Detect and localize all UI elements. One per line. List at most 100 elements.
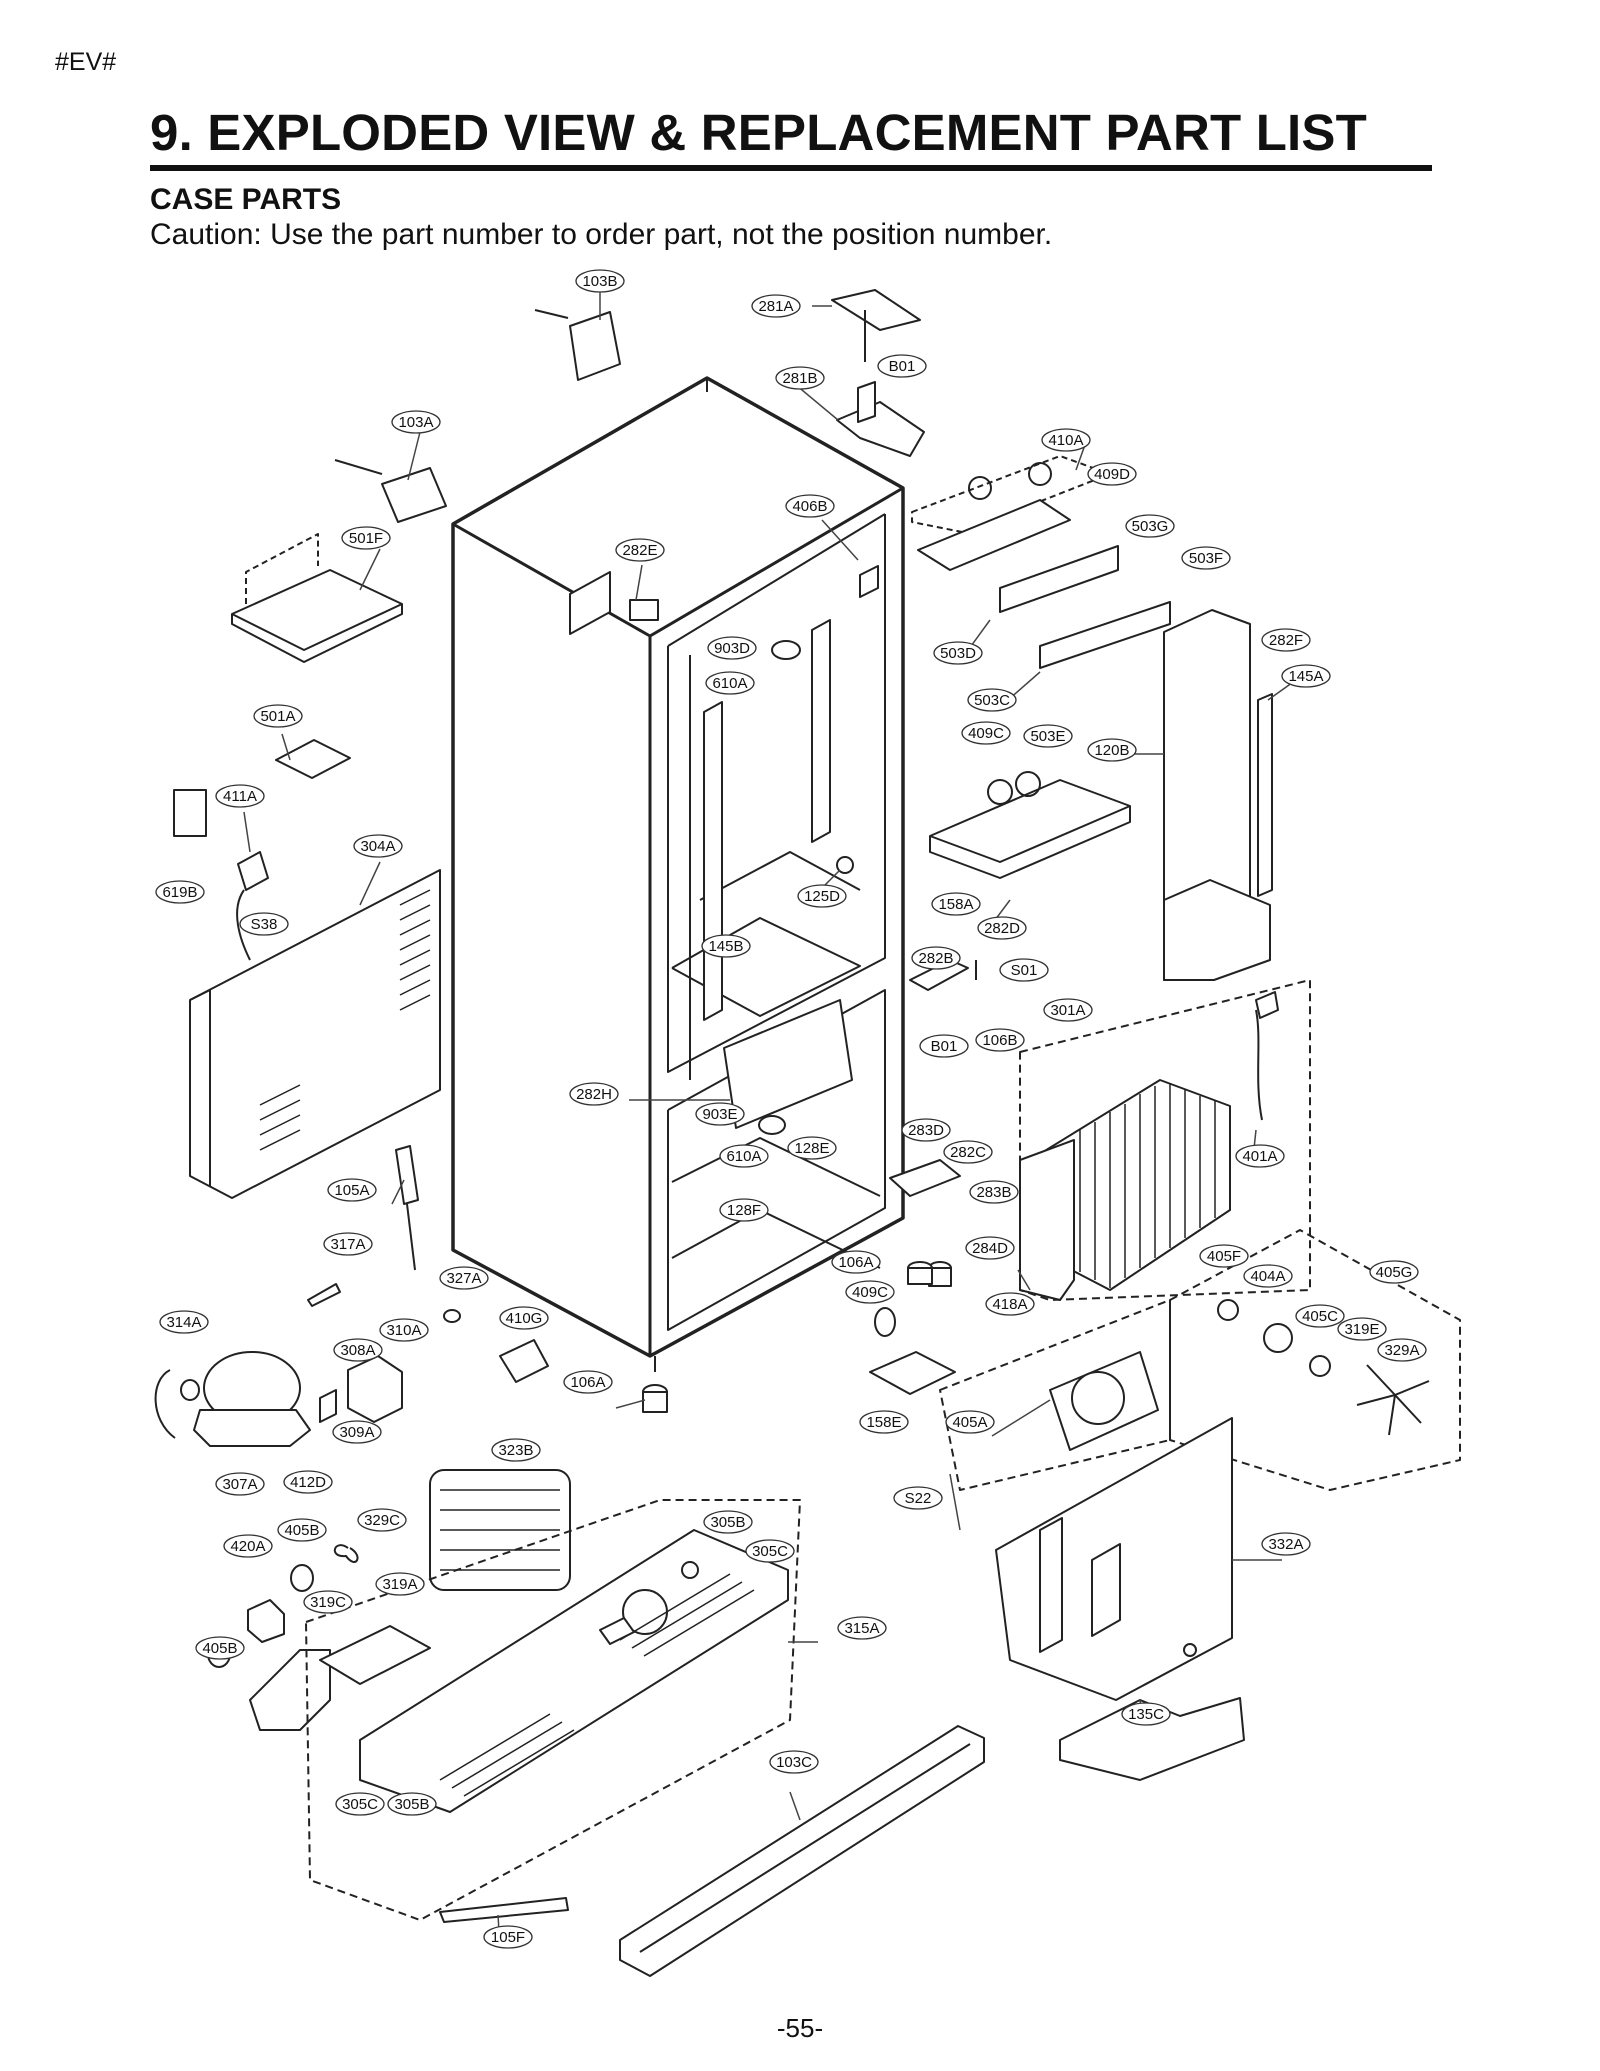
part-label: 103C [769, 1750, 819, 1774]
hinge-cover-side [334, 459, 447, 523]
part-label-oval [375, 1572, 425, 1596]
part-label: 282D [977, 916, 1027, 940]
top-hinge-assembly [831, 289, 925, 457]
part-label-oval [999, 958, 1049, 982]
part-label-text: 420A [230, 1538, 265, 1555]
part-label-oval [1125, 514, 1175, 538]
part-label-oval [1377, 1338, 1427, 1362]
part-label: 305C [335, 1792, 385, 1816]
condenser-boundary [1019, 979, 1311, 1301]
document-tag: #EV# [55, 48, 117, 76]
part-label-oval [387, 1792, 437, 1816]
part-label-text: 409C [852, 1284, 888, 1301]
part-label-text: 158E [866, 1414, 901, 1431]
condenser-fins [1019, 991, 1279, 1301]
part-label-text: 411A [223, 788, 257, 805]
part-label-oval [943, 1140, 993, 1164]
part-label-oval [223, 1534, 273, 1558]
part-label-oval [215, 784, 265, 808]
part-label-text: 305B [710, 1514, 745, 1531]
part-label: 405F [1199, 1244, 1249, 1268]
part-label-oval [969, 1180, 1019, 1204]
part-label-oval [327, 1178, 377, 1202]
part-label-text: 301A [1050, 1002, 1085, 1019]
part-label-text: 405B [202, 1640, 237, 1657]
part-label-text: 327A [446, 1270, 481, 1287]
part-label-oval [705, 671, 755, 695]
part-label-text: 410A [1048, 432, 1083, 449]
part-label-text: S38 [251, 916, 278, 933]
part-label-text: 405F [1207, 1248, 1241, 1265]
part-label: 103A [391, 410, 441, 434]
part-label-oval [931, 892, 981, 916]
part-label: 404A [1243, 1264, 1293, 1288]
part-label-text: 145A [1288, 668, 1323, 685]
part-label: 619B [155, 880, 205, 904]
part-label-text: 281A [758, 298, 793, 315]
part-label-text: 404A [1250, 1268, 1285, 1285]
part-label: 308A [333, 1338, 383, 1362]
part-label-oval [933, 641, 983, 665]
part-label-text: 282C [950, 1144, 986, 1161]
part-label-text: 106A [838, 1254, 873, 1271]
part-label-text: 145B [708, 938, 743, 955]
part-label-oval [1261, 628, 1311, 652]
page-number: -55- [776, 2013, 824, 2043]
part-label-oval [785, 494, 835, 518]
part-label-oval [1295, 1304, 1345, 1328]
part-label: 329C [357, 1508, 407, 1532]
part-label-text: B01 [931, 1038, 958, 1055]
part-label-text: 503D [940, 645, 976, 662]
relay-overload [319, 1309, 549, 1423]
part-label: 103B [575, 269, 625, 293]
part-label: 106A [563, 1370, 613, 1394]
part-label: 158A [931, 892, 981, 916]
part-label: 310A [379, 1318, 429, 1342]
part-label-oval [797, 884, 847, 908]
evaporator-fan-assembly [939, 1229, 1461, 1491]
part-label-text: 283D [908, 1122, 944, 1139]
part-label-text: 103B [582, 273, 617, 290]
part-label: 903D [707, 636, 757, 660]
part-label-oval [1087, 738, 1137, 762]
part-label: 283D [901, 1118, 951, 1142]
part-label-oval [333, 1338, 383, 1362]
part-label-oval [977, 916, 1027, 940]
part-label: 314A [159, 1310, 209, 1334]
part-label: 145B [701, 934, 751, 958]
part-label-text: 315A [844, 1620, 879, 1637]
part-label-text: 501F [349, 530, 383, 547]
part-label-oval [877, 354, 927, 378]
part-label: 145A [1281, 664, 1331, 688]
part-label-oval [439, 1266, 489, 1290]
part-label: 412D [283, 1470, 333, 1494]
part-label-oval [1043, 998, 1093, 1022]
evaporator-cover [995, 1417, 1245, 1781]
part-label-text: 284D [972, 1240, 1008, 1257]
part-label-text: 319C [310, 1594, 346, 1611]
part-label: 106B [975, 1028, 1025, 1052]
part-label-oval [239, 912, 289, 936]
part-label: 332A [1261, 1532, 1311, 1556]
part-label: 405B [195, 1636, 245, 1660]
lamp-cover [929, 771, 1131, 879]
part-label: 501F [341, 526, 391, 550]
base-plate [305, 1499, 801, 1921]
part-label: S38 [239, 912, 289, 936]
part-label: 120B [1087, 738, 1137, 762]
part-label: 411A [215, 784, 265, 808]
part-label-text: 105F [491, 1929, 525, 1946]
part-label-oval [615, 538, 665, 562]
part-label: 282B [911, 946, 961, 970]
part-label: 503C [967, 688, 1017, 712]
part-label: 405B [277, 1518, 327, 1542]
part-label-oval [283, 1470, 333, 1494]
part-label-oval [1243, 1264, 1293, 1288]
part-label: 309A [332, 1420, 382, 1444]
part-label-text: 412D [290, 1474, 326, 1491]
part-label-oval [159, 1310, 209, 1334]
part-label-text: 314A [166, 1314, 201, 1331]
part-label-oval [335, 1792, 385, 1816]
part-label-oval [155, 880, 205, 904]
part-label: 329A [1377, 1338, 1427, 1362]
